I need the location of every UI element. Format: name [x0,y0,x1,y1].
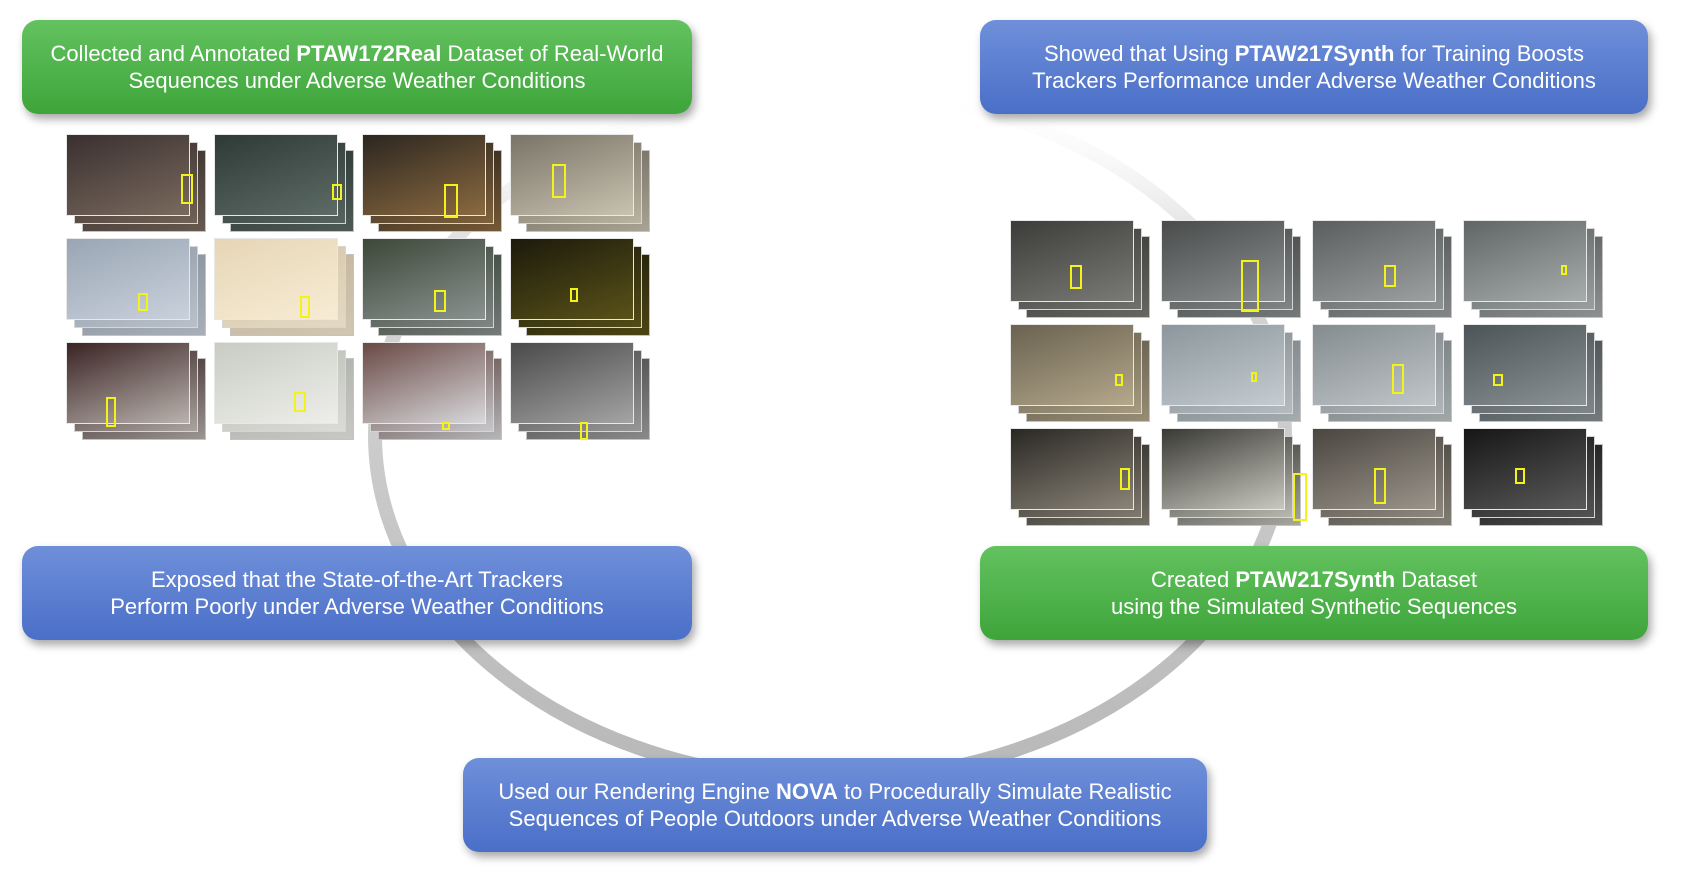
frame-layer [66,238,190,320]
step-synth-dataset-line1: Created PTAW217Synth Dataset [1150,567,1478,592]
frame-layer [1010,428,1134,510]
target-bounding-box [1392,364,1404,394]
frame-layer [66,134,190,216]
target-bounding-box [1384,265,1396,287]
step-exposed-box: Exposed that the State-of-the-Art Tracke… [22,546,692,640]
target-bounding-box [332,184,342,200]
step-nova-line2: Sequences of People Outdoors under Adver… [508,806,1162,831]
target-bounding-box [1493,374,1503,386]
thumbnail-night-fog-lamp [510,238,650,336]
thumbnail-synth-dust [1010,324,1150,422]
frame-layer [1463,324,1587,406]
thumbnail-synth-rain-dark [1010,220,1150,318]
thumbnail-rain-umbrella-street [510,134,650,232]
step-real-dataset-line2: Sequences under Adverse Weather Conditio… [128,68,586,93]
step-real-dataset-line1: Collected and Annotated PTAW172Real Data… [50,41,664,66]
step-training-boost-line1: Showed that Using PTAW217Synth for Train… [1043,41,1585,66]
thumbnail-fog-path [362,238,502,336]
thumbnail-synth-fog-white [1161,324,1301,422]
thumbnail-snow-church [362,342,502,440]
frame-layer [1463,220,1587,302]
frame-layer [214,238,338,320]
step-synth-dataset-box: Created PTAW217Synth Dataset using the S… [980,546,1648,640]
target-bounding-box [552,164,566,198]
target-bounding-box [1115,374,1123,386]
target-bounding-box [1561,265,1567,275]
thumbnail-synth-snowfall [1312,428,1452,526]
frame-layer [1161,324,1285,406]
target-bounding-box [1251,372,1257,382]
frame-layer [1161,220,1285,302]
frame-layer [1463,428,1587,510]
target-bounding-box [300,296,310,318]
target-bounding-box [138,293,148,311]
target-bounding-box [1120,468,1130,490]
thumbnail-synth-rain-trees [1161,220,1301,318]
thumbnail-synth-fog-trees [1312,220,1452,318]
frame-layer [66,342,190,424]
step-exposed-line1: Exposed that the State-of-the-Art Tracke… [150,567,564,592]
thumbnail-synth-fog-field [1463,220,1603,318]
target-bounding-box [444,184,458,218]
real-sequence-thumbnails [66,134,656,444]
target-bounding-box [1241,260,1259,312]
thumbnail-rain-park [214,134,354,232]
thumbnail-blizzard-street [214,342,354,440]
frame-layer [362,342,486,424]
target-bounding-box [106,397,116,427]
thumbnail-snow-fog-street [66,238,206,336]
thumbnail-synth-snow-street [1161,428,1307,526]
thumbnail-synth-snow-dark [1463,428,1603,526]
frame-layer [1010,220,1134,302]
target-bounding-box [1293,473,1307,521]
target-bounding-box [434,290,446,312]
target-bounding-box [1070,265,1082,289]
frame-layer [510,238,634,320]
target-bounding-box [294,392,306,412]
frame-layer [1312,324,1436,406]
target-bounding-box [1515,468,1525,484]
target-bounding-box [442,422,450,430]
thumbnail-synth-fog-building [1312,324,1452,422]
target-bounding-box [181,174,193,204]
synthetic-sequence-thumbnails [1010,220,1612,530]
frame-layer [510,134,634,216]
thumbnail-synth-fog-dusk [1463,324,1603,422]
step-synth-dataset-line2: using the Simulated Synthetic Sequences [1110,594,1518,619]
target-bounding-box [1374,468,1386,504]
step-nova-box: Used our Rendering Engine NOVA to Proced… [463,758,1207,852]
step-training-boost-line2: Trackers Performance under Adverse Weath… [1032,68,1596,93]
frame-layer [510,342,634,424]
target-bounding-box [570,288,578,302]
thumbnail-sandstorm [214,238,354,336]
thumbnail-rainy-night-street [66,134,206,232]
step-nova-line1: Used our Rendering Engine NOVA to Proced… [498,779,1172,804]
thumbnail-synth-snow-night [1010,428,1150,526]
step-real-dataset-box: Collected and Annotated PTAW172Real Data… [22,20,692,114]
step-exposed-line2: Perform Poorly under Adverse Weather Con… [110,594,604,619]
thumbnail-fog-city [510,342,650,440]
thumbnail-rainy-night-storefront [362,134,502,232]
frame-layer [1312,220,1436,302]
target-bounding-box [580,422,588,440]
frame-layer [214,342,338,424]
frame-layer [1161,428,1285,510]
frame-layer [362,134,486,216]
frame-layer [214,134,338,216]
frame-layer [362,238,486,320]
thumbnail-snow-street-red [66,342,206,440]
frame-layer [1010,324,1134,406]
step-training-boost-box: Showed that Using PTAW217Synth for Train… [980,20,1648,114]
